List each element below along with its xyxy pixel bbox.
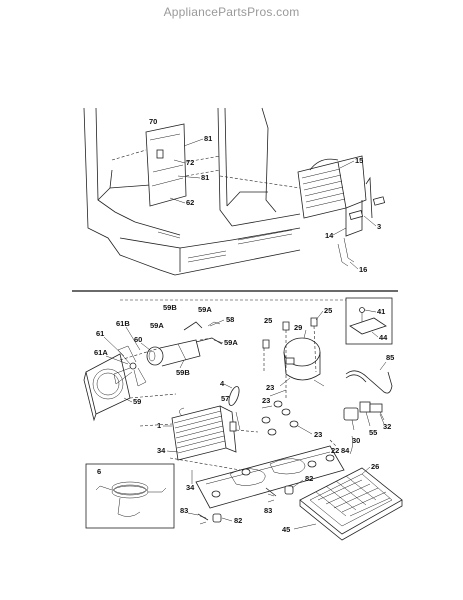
callout-22: 22 — [331, 446, 339, 455]
callout-62: 62 — [186, 198, 194, 207]
callout-72: 72 — [186, 158, 194, 167]
lower-callouts: 59B 59A 58 59A 61 61B 60 59A 61A 59B 59 … — [94, 303, 394, 534]
feet-and-screws — [197, 485, 294, 525]
callout-6: 6 — [97, 467, 101, 476]
callout-59B: 59B — [163, 303, 177, 312]
callout-61A: 61A — [94, 348, 108, 357]
wire-leads-84 — [349, 435, 353, 455]
callout-25: 25 — [324, 306, 332, 315]
watermark: AppliancePartsPros.com — [163, 5, 300, 19]
callout-41: 41 — [377, 307, 385, 316]
inset-box-41-44 — [345, 297, 393, 345]
callout-58: 58 — [226, 315, 234, 324]
upper-condenser-part-15 — [297, 155, 386, 267]
callout-70: 70 — [149, 117, 157, 126]
callout-85: 85 — [386, 353, 394, 362]
callout-26: 26 — [371, 462, 379, 471]
fan-shroud-part-59 — [83, 353, 131, 422]
drier-part-4 — [228, 386, 241, 432]
upper-callouts: 70 81 72 81 62 15 14 3 16 — [149, 117, 381, 274]
callout-32: 32 — [383, 422, 391, 431]
callout-23: 23 — [266, 383, 274, 392]
fan-motor-assembly — [113, 321, 223, 399]
callout-15: 15 — [355, 156, 363, 165]
grommets — [261, 317, 318, 436]
callout-83: 83 — [264, 506, 272, 515]
callout-16: 16 — [359, 265, 367, 274]
callout-84: 84 — [341, 446, 350, 455]
callout-3: 3 — [377, 222, 381, 231]
callout-61B: 61B — [116, 319, 130, 328]
condenser-coil-part-1 — [139, 405, 259, 471]
callout-59A: 59A — [198, 305, 212, 314]
drain-pan-part-26 — [299, 467, 403, 541]
callout-60: 60 — [134, 335, 142, 344]
tube-part-85 — [345, 370, 393, 394]
callout-57: 57 — [221, 394, 229, 403]
callout-23: 23 — [262, 396, 270, 405]
callout-81: 81 — [204, 134, 212, 143]
callout-82: 82 — [305, 474, 313, 483]
callout-59A: 59A — [224, 338, 238, 347]
callout-23: 23 — [314, 430, 322, 439]
cabinet-interior — [83, 107, 301, 276]
callout-34: 34 — [157, 446, 166, 455]
callout-30: 30 — [352, 436, 360, 445]
callout-55: 55 — [369, 428, 377, 437]
callout-4: 4 — [220, 379, 225, 388]
callout-34: 34 — [186, 483, 195, 492]
callout-61: 61 — [96, 329, 104, 338]
callout-83: 83 — [180, 506, 188, 515]
callout-29: 29 — [294, 323, 302, 332]
base-pan-part-22 — [195, 445, 345, 509]
compressor-part-29 — [279, 329, 325, 387]
callout-14: 14 — [325, 231, 334, 240]
callout-81: 81 — [201, 173, 209, 182]
callout-82: 82 — [234, 516, 242, 525]
callout-1: 1 — [157, 421, 161, 430]
callout-59B: 59B — [176, 368, 190, 377]
callout-45: 45 — [282, 525, 290, 534]
callout-59A: 59A — [150, 321, 164, 330]
inset-box-6 — [85, 463, 175, 529]
callout-59: 59 — [133, 397, 141, 406]
relay-overload — [343, 401, 385, 431]
callout-44: 44 — [379, 333, 388, 342]
callout-25: 25 — [264, 316, 272, 325]
